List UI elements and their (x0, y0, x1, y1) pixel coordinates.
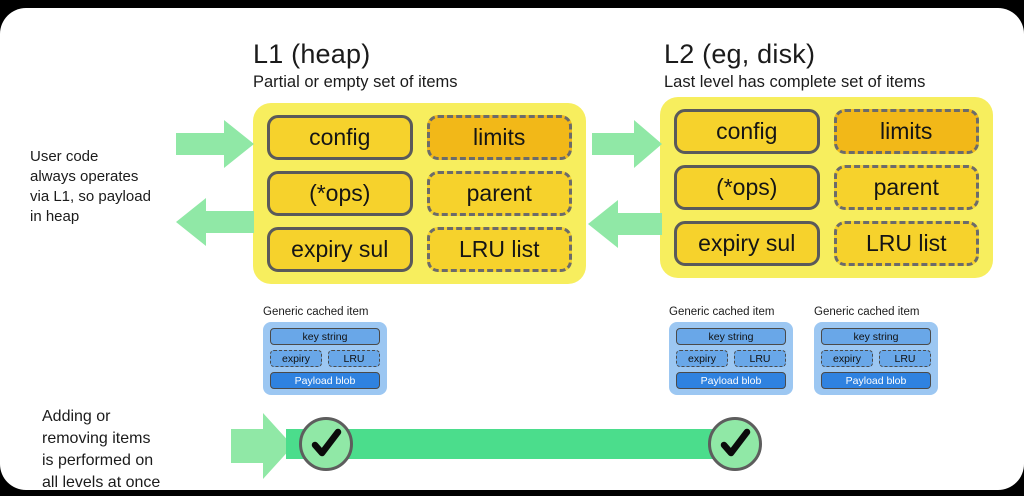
level-2-right-column: limits parent LRU list (833, 109, 979, 266)
cached-item-payload-1: Payload blob (270, 372, 380, 389)
field-expiry-sul-l1[interactable]: expiry sul (267, 227, 413, 272)
cached-item-expiry-1: expiry (270, 350, 322, 367)
cached-item-body-2: key string expiry LRU Payload blob (669, 322, 793, 395)
cached-item-key-2: key string (676, 328, 786, 345)
diagram-canvas: L1 (heap) Partial or empty set of items … (0, 8, 1024, 490)
level-1-subtitle: Partial or empty set of items (253, 73, 458, 91)
level-1-title: L1 (heap) (253, 39, 371, 69)
arrow-left-out-of-l1 (176, 198, 254, 246)
field-parent-l1[interactable]: parent (426, 171, 572, 216)
cached-item-key-1: key string (270, 328, 380, 345)
field-expiry-sul-l2[interactable]: expiry sul (674, 221, 820, 266)
cached-item-payload-2: Payload blob (676, 372, 786, 389)
arrow-right-l1-to-l2 (592, 120, 662, 168)
cached-item-lru-3: LRU (879, 350, 931, 367)
cached-item-body-3: key string expiry LRU Payload blob (814, 322, 938, 395)
level-2-title: L2 (eg, disk) (664, 39, 816, 69)
note-user-code: User code always operates via L1, so pay… (30, 148, 151, 225)
cached-item-card-1: Generic cached item key string expiry LR… (263, 306, 387, 395)
cached-item-expiry-3: expiry (821, 350, 873, 367)
cached-item-caption-1: Generic cached item (263, 306, 369, 318)
field-parent-l2[interactable]: parent (833, 165, 979, 210)
cached-item-mid-row-2: expiry LRU (676, 350, 786, 367)
field-config-l2[interactable]: config (674, 109, 820, 154)
cached-item-mid-row-3: expiry LRU (821, 350, 931, 367)
checkmark-badge-l2 (708, 417, 762, 471)
level-2-subtitle: Last level has complete set of items (664, 73, 926, 91)
cached-item-caption-3: Generic cached item (814, 306, 920, 318)
note-adding-removing: Adding or removing items is performed on… (42, 408, 161, 490)
cached-item-card-2: Generic cached item key string expiry LR… (669, 306, 793, 395)
cached-item-caption-2: Generic cached item (669, 306, 775, 318)
arrow-right-into-l1 (176, 120, 254, 168)
field-lru-list-l2[interactable]: LRU list (833, 221, 979, 266)
level-1-panel: config (*ops) expiry sul limits parent L… (253, 103, 586, 284)
flow-bar (286, 429, 738, 459)
cached-item-expiry-2: expiry (676, 350, 728, 367)
cached-item-payload-3: Payload blob (821, 372, 931, 389)
level-2-panel: config (*ops) expiry sul limits parent L… (660, 97, 993, 278)
check-icon (311, 428, 342, 457)
field-lru-list-l1[interactable]: LRU list (426, 227, 572, 272)
cached-item-mid-row-1: expiry LRU (270, 350, 380, 367)
arrow-left-l2-to-l1 (588, 200, 662, 248)
check-icon (720, 428, 751, 457)
field-ops-l2[interactable]: (*ops) (674, 165, 820, 210)
cached-item-card-3: Generic cached item key string expiry LR… (814, 306, 938, 395)
field-limits-l2[interactable]: limits (833, 109, 979, 154)
checkmark-badge-l1 (299, 417, 353, 471)
cached-item-lru-2: LRU (734, 350, 786, 367)
cached-item-body-1: key string expiry LRU Payload blob (263, 322, 387, 395)
field-limits-l1[interactable]: limits (426, 115, 572, 160)
field-ops-l1[interactable]: (*ops) (267, 171, 413, 216)
field-config-l1[interactable]: config (267, 115, 413, 160)
cached-item-key-3: key string (821, 328, 931, 345)
level-1-right-column: limits parent LRU list (426, 115, 572, 272)
level-2-left-column: config (*ops) expiry sul (674, 109, 820, 266)
level-1-left-column: config (*ops) expiry sul (267, 115, 413, 272)
arrow-right-flow-start (231, 413, 293, 479)
cached-item-lru-1: LRU (328, 350, 380, 367)
